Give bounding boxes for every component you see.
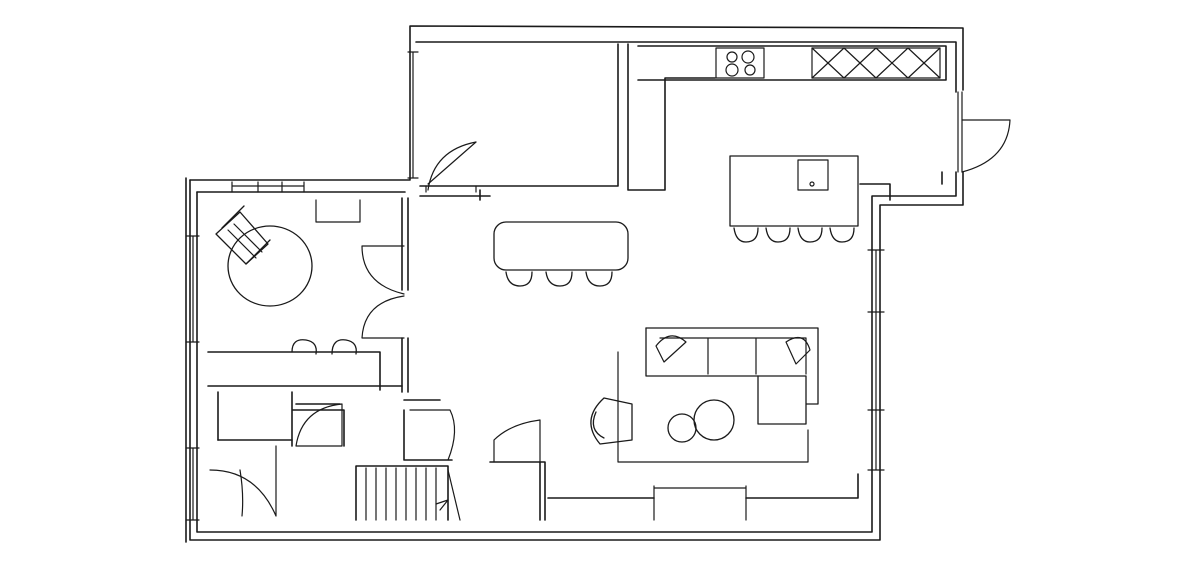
window-left-wall-upper: [185, 235, 200, 343]
window-right-wall: [867, 249, 885, 471]
dining-table: [493, 221, 629, 271]
double-sink-vanity: [291, 339, 357, 355]
windows: [185, 51, 885, 521]
door-exterior: [957, 91, 1011, 173]
sideboard: [547, 473, 859, 499]
coffee-tables: [667, 399, 735, 443]
island-stools: [733, 227, 855, 243]
doors: [209, 91, 1011, 517]
door-bedroom-lower: [361, 295, 405, 339]
window-bottom-wall: [653, 485, 747, 521]
kitchen-island: [729, 155, 859, 227]
window-top-left: [231, 181, 305, 193]
corner-sofa: [645, 327, 819, 425]
window-bedroom-top: [407, 51, 419, 179]
door-utility: [409, 409, 456, 461]
door-stair-hall: [493, 419, 541, 463]
interior-walls: [207, 43, 943, 521]
door-wc: [209, 445, 277, 517]
staircase: [355, 465, 461, 521]
kitchen-counter: [637, 45, 947, 81]
exterior-walls: [185, 25, 964, 543]
round-rug: [227, 225, 313, 307]
cooktop: [715, 47, 765, 79]
dining-stools: [505, 271, 613, 287]
door-bedroom-two: [425, 141, 477, 193]
tub-chair: [590, 397, 633, 445]
bedroom-shelf: [315, 199, 361, 223]
door-bedroom-upper: [361, 245, 405, 295]
window-left-wall-lower: [185, 447, 200, 521]
living-rug: [617, 351, 809, 463]
armchair: [215, 205, 271, 265]
door-bathroom: [295, 403, 343, 447]
